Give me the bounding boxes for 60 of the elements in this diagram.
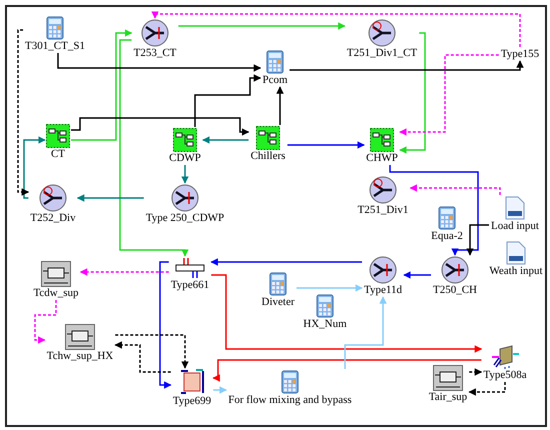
connector-arrow — [344, 296, 387, 369]
connector-arrow — [71, 29, 132, 141]
connector-arrow — [151, 11, 521, 47]
connector-arrow — [71, 117, 250, 136]
connector-arrow — [80, 268, 169, 276]
connector-arrow — [178, 22, 346, 30]
connector-arrow — [276, 86, 284, 125]
connector-arrow — [115, 334, 189, 369]
connector-arrow — [212, 359, 482, 382]
component-label: HX_Num — [302, 318, 348, 330]
component-label: Equa-2 — [430, 230, 464, 242]
connector-arrow — [469, 368, 482, 376]
component-label: T251_Div1_CT — [346, 47, 418, 59]
component-label: Type 250_CDWP — [144, 212, 226, 224]
connector-arrow — [410, 184, 501, 195]
connector-arrow — [181, 165, 189, 184]
component-label: Type699 — [172, 395, 212, 407]
component-label: CHWP — [365, 152, 399, 164]
connector-arrow — [213, 386, 228, 394]
connector-arrow — [403, 271, 431, 279]
connector-arrow — [399, 32, 426, 154]
connector-arrow — [296, 284, 363, 292]
connector-arrow — [159, 261, 172, 389]
component-label: Type155 — [500, 48, 540, 60]
component-label: Chillers — [250, 150, 286, 162]
component-label: T301_CT_S1 — [24, 40, 86, 52]
connector-arrow — [34, 300, 57, 344]
connector-arrow — [17, 29, 30, 196]
connector-arrow — [389, 165, 479, 256]
component-label: T250_CH — [432, 284, 478, 296]
connector-arrow — [194, 74, 262, 127]
connector-arrow — [119, 39, 189, 257]
connector-arrow — [468, 382, 506, 396]
component-label: T253_CT — [132, 47, 178, 59]
component-label: Tchw_sup_HX — [46, 350, 114, 362]
component-label: Pcom — [261, 74, 289, 86]
connector-arrow — [211, 274, 482, 353]
connector-arrow — [290, 60, 524, 71]
component-label: For flow mixing and bypass — [227, 394, 353, 406]
connector-arrow — [466, 224, 490, 256]
component-label: Load input — [490, 220, 540, 232]
connector-arrow — [114, 341, 171, 373]
component-label: Weath input — [488, 265, 544, 277]
connector-arrow — [202, 136, 249, 144]
connector-arrow — [210, 258, 362, 266]
connector-arrow — [76, 194, 144, 202]
component-label: CT — [50, 148, 66, 160]
component-label: CDWP — [168, 152, 202, 164]
component-label: Type11d — [363, 284, 403, 296]
component-label: Tair_sup — [428, 391, 468, 403]
component-label: Diveter — [260, 296, 296, 308]
connector-arrow — [57, 53, 262, 72]
connector-arrow — [23, 136, 46, 199]
component-label: Type508a — [482, 369, 528, 381]
component-label: Type661 — [170, 279, 210, 291]
component-label: T252_Div — [29, 212, 77, 224]
connector-arrow — [399, 54, 499, 136]
component-label: T251_Div1 — [356, 204, 410, 216]
connector-arrow — [287, 141, 365, 149]
component-label: Tcdw_sup — [32, 287, 80, 299]
